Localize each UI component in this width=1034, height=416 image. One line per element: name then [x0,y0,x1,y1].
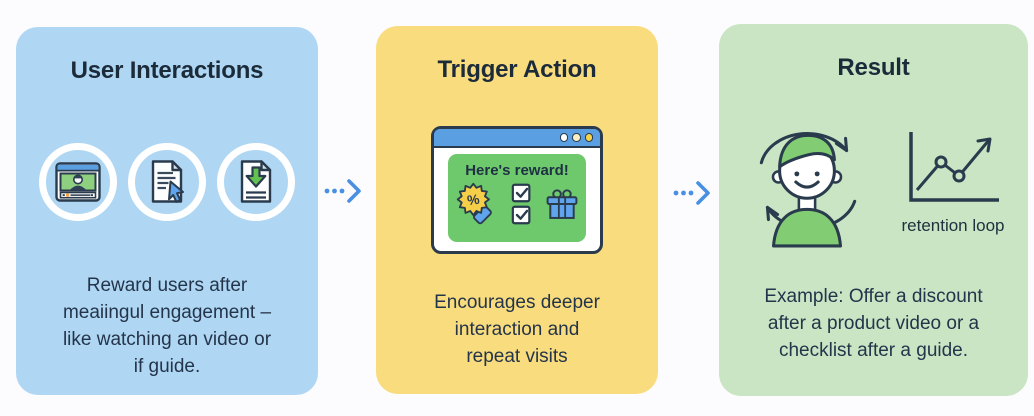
card-title: Trigger Action [437,56,597,83]
icon-circle [39,143,117,221]
card-trigger-action: Trigger Action Here's reward! % [376,26,658,394]
window-dot-icon [559,133,568,142]
card-description: Encourages deeper interaction and repeat… [434,292,600,367]
window-dot-icon [584,133,593,142]
popup-titlebar [434,129,600,148]
reward-popup-window: Here's reward! % [431,126,603,254]
flow-arrow-icon [324,179,361,203]
card-description: Reward users after meaiingul engagement … [62,275,272,377]
document-click-icon [151,160,184,203]
reward-panel: Here's reward! % [448,154,586,242]
growth-chart-block: retention loop [883,128,1023,236]
reward-icons-row: % [448,180,586,228]
gift-icon [546,189,578,219]
video-player-icon [55,162,101,202]
user-retention-loop-icon [759,132,857,248]
window-dot-icon [572,133,581,142]
reward-heading: Here's reward! [465,162,569,179]
card-user-interactions: User Interactions [16,27,318,395]
svg-text:%: % [466,192,480,209]
checklist-icon [511,183,531,225]
discount-badge-icon: % [456,182,492,225]
chart-label: retention loop [901,216,1005,235]
icon-circle [217,143,295,221]
card-description: Example: Offer a discount after a produc… [764,286,983,361]
growth-chart-icon [909,132,999,202]
card-result: Result retention loop [719,24,1028,396]
flow-arrow-icon [673,181,710,205]
card-title: Result [837,54,910,81]
document-download-icon [240,160,272,203]
card-title: User Interactions [70,57,264,84]
icon-circle [128,143,206,221]
interaction-icons-row [16,143,318,221]
